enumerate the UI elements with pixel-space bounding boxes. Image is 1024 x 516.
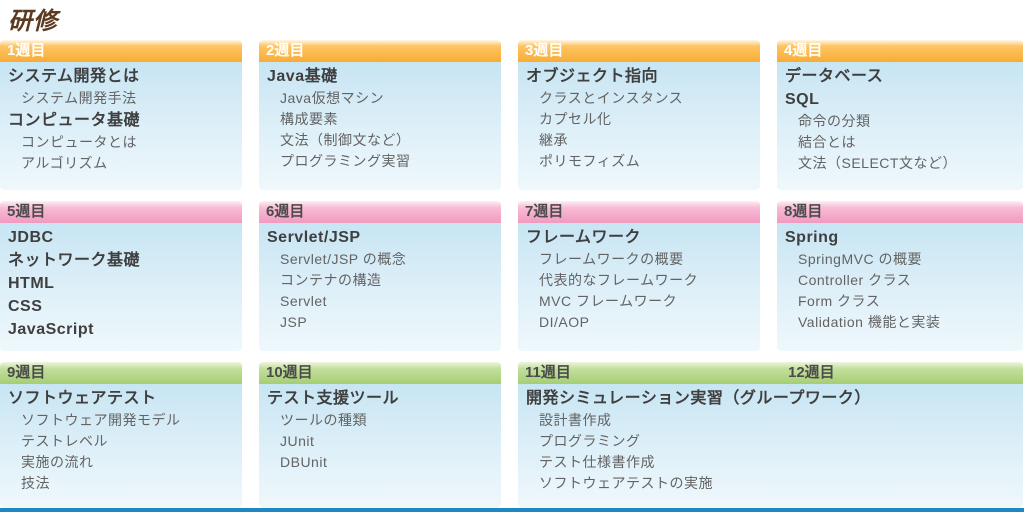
week-10-body: テスト支援ツール ツールの種類 JUnit DBUnit	[259, 384, 501, 508]
curriculum-grid: 1週目 システム開発とは システム開発手法 コンピュータ基礎 コンピュータとは …	[0, 40, 1023, 508]
topic-main: SQL	[785, 91, 820, 108]
topic-main: HTML	[8, 275, 55, 292]
topic-main: CSS	[8, 298, 43, 315]
topic-main: フレームワーク	[526, 229, 642, 246]
topic-sub: システム開発手法	[21, 90, 137, 106]
week-7-body: フレームワーク フレームワークの概要 代表的なフレームワーク MVC フレームワ…	[518, 223, 760, 351]
topic-sub: 設計書作成	[539, 412, 612, 428]
topic-sub: 結合とは	[798, 134, 856, 150]
week-card-3: 3週目 オブジェクト指向 クラスとインスタンス カプセル化 継承 ポリモフィズム	[518, 40, 760, 190]
topic-sub: 構成要素	[280, 111, 338, 127]
week-11-12-header: 11週目 12週目	[518, 362, 1023, 384]
week-8-header: 8週目	[777, 201, 1023, 223]
topic-sub: Controller クラス	[798, 272, 912, 288]
topic-sub: テスト仕様書作成	[539, 454, 655, 470]
topic-sub: Java仮想マシン	[280, 90, 385, 106]
topic-sub: 実施の流れ	[21, 454, 94, 470]
topic-main: ネットワーク基礎	[8, 252, 141, 269]
week-11-label: 11週目	[525, 364, 571, 381]
topic-sub: コンピュータとは	[21, 134, 137, 150]
topic-main: テスト支援ツール	[267, 390, 400, 407]
topic-sub: カプセル化	[539, 111, 612, 127]
page-title: 研修	[8, 8, 58, 35]
week-9-header: 9週目	[0, 362, 242, 384]
week-5-header: 5週目	[0, 201, 242, 223]
topic-sub: Validation 機能と実装	[798, 314, 941, 330]
week-10-header: 10週目	[259, 362, 501, 384]
week-3-body: オブジェクト指向 クラスとインスタンス カプセル化 継承 ポリモフィズム	[518, 62, 760, 190]
week-2-body: Java基礎 Java仮想マシン 構成要素 文法（制御文など） プログラミング実…	[259, 62, 501, 190]
topic-sub: 文法（SELECT文など）	[798, 155, 957, 171]
topic-sub: Servlet/JSP の概念	[280, 251, 407, 267]
week-4-body: データベース SQL 命令の分類 結合とは 文法（SELECT文など）	[777, 62, 1023, 190]
week-card-8: 8週目 Spring SpringMVC の概要 Controller クラス …	[777, 201, 1023, 351]
week-5-body: JDBC ネットワーク基礎 HTML CSS JavaScript	[0, 223, 242, 351]
week-3-header: 3週目	[518, 40, 760, 62]
topic-sub: JUnit	[280, 433, 315, 449]
week-4-header: 4週目	[777, 40, 1023, 62]
topic-sub: Servlet	[280, 293, 328, 309]
topic-sub: プログラミング実習	[280, 153, 411, 169]
week-card-4: 4週目 データベース SQL 命令の分類 結合とは 文法（SELECT文など）	[777, 40, 1023, 190]
week-card-11-12: 11週目 12週目 開発シミュレーション実習（グループワーク） 設計書作成 プロ…	[518, 362, 1023, 508]
topic-main: ソフトウェアテスト	[8, 390, 157, 407]
week-1-header: 1週目	[0, 40, 242, 62]
topic-sub: DI/AOP	[539, 314, 590, 330]
topic-sub: 命令の分類	[798, 113, 871, 129]
bottom-divider-line	[0, 508, 1024, 512]
topic-main: オブジェクト指向	[526, 68, 659, 85]
topic-sub: 継承	[539, 132, 568, 148]
topic-main: システム開発とは	[8, 68, 140, 85]
topic-main: Java基礎	[267, 68, 338, 85]
topic-sub: JSP	[280, 314, 308, 330]
week-7-header: 7週目	[518, 201, 760, 223]
week-card-6: 6週目 Servlet/JSP Servlet/JSP の概念 コンテナの構造 …	[259, 201, 501, 351]
topic-main: 開発シミュレーション実習（グループワーク）	[526, 390, 871, 407]
week-card-9: 9週目 ソフトウェアテスト ソフトウェア開発モデル テストレベル 実施の流れ 技…	[0, 362, 242, 508]
topic-sub: ポリモフィズム	[539, 153, 641, 169]
topic-main: JDBC	[8, 229, 54, 246]
topic-sub: ソフトウェアテストの実施	[539, 475, 713, 491]
topic-sub: 技法	[21, 475, 50, 491]
topic-sub: アルゴリズム	[21, 155, 108, 171]
topic-sub: 代表的なフレームワーク	[539, 272, 699, 288]
week-1-body: システム開発とは システム開発手法 コンピュータ基礎 コンピュータとは アルゴリ…	[0, 62, 242, 190]
topic-sub: ソフトウェア開発モデル	[21, 412, 181, 428]
topic-main: Spring	[785, 229, 839, 246]
topic-sub: プログラミング	[539, 433, 641, 449]
week-card-7: 7週目 フレームワーク フレームワークの概要 代表的なフレームワーク MVC フ…	[518, 201, 760, 351]
topic-main: コンピュータ基礎	[8, 112, 141, 129]
topic-sub: クラスとインスタンス	[539, 90, 684, 106]
week-6-body: Servlet/JSP Servlet/JSP の概念 コンテナの構造 Serv…	[259, 223, 501, 351]
week-card-5: 5週目 JDBC ネットワーク基礎 HTML CSS JavaScript	[0, 201, 242, 351]
topic-main: JavaScript	[8, 321, 94, 338]
week-11-12-body: 開発シミュレーション実習（グループワーク） 設計書作成 プログラミング テスト仕…	[518, 384, 1023, 508]
topic-sub: Form クラス	[798, 293, 881, 309]
week-12-label: 12週目	[788, 364, 835, 381]
week-9-body: ソフトウェアテスト ソフトウェア開発モデル テストレベル 実施の流れ 技法	[0, 384, 242, 508]
week-card-2: 2週目 Java基礎 Java仮想マシン 構成要素 文法（制御文など） プログラ…	[259, 40, 501, 190]
week-8-body: Spring SpringMVC の概要 Controller クラス Form…	[777, 223, 1023, 351]
topic-sub: フレームワークの概要	[539, 251, 684, 267]
topic-sub: DBUnit	[280, 454, 328, 470]
topic-sub: SpringMVC の概要	[798, 251, 922, 267]
week-card-10: 10週目 テスト支援ツール ツールの種類 JUnit DBUnit	[259, 362, 501, 508]
topic-main: データベース	[785, 68, 884, 85]
topic-sub: 文法（制御文など）	[280, 132, 411, 148]
week-2-header: 2週目	[259, 40, 501, 62]
topic-sub: MVC フレームワーク	[539, 293, 678, 309]
topic-sub: ツールの種類	[280, 412, 367, 428]
topic-sub: テストレベル	[21, 433, 108, 449]
week-6-header: 6週目	[259, 201, 501, 223]
topic-main: Servlet/JSP	[267, 229, 361, 246]
topic-sub: コンテナの構造	[280, 272, 382, 288]
week-card-1: 1週目 システム開発とは システム開発手法 コンピュータ基礎 コンピュータとは …	[0, 40, 242, 190]
